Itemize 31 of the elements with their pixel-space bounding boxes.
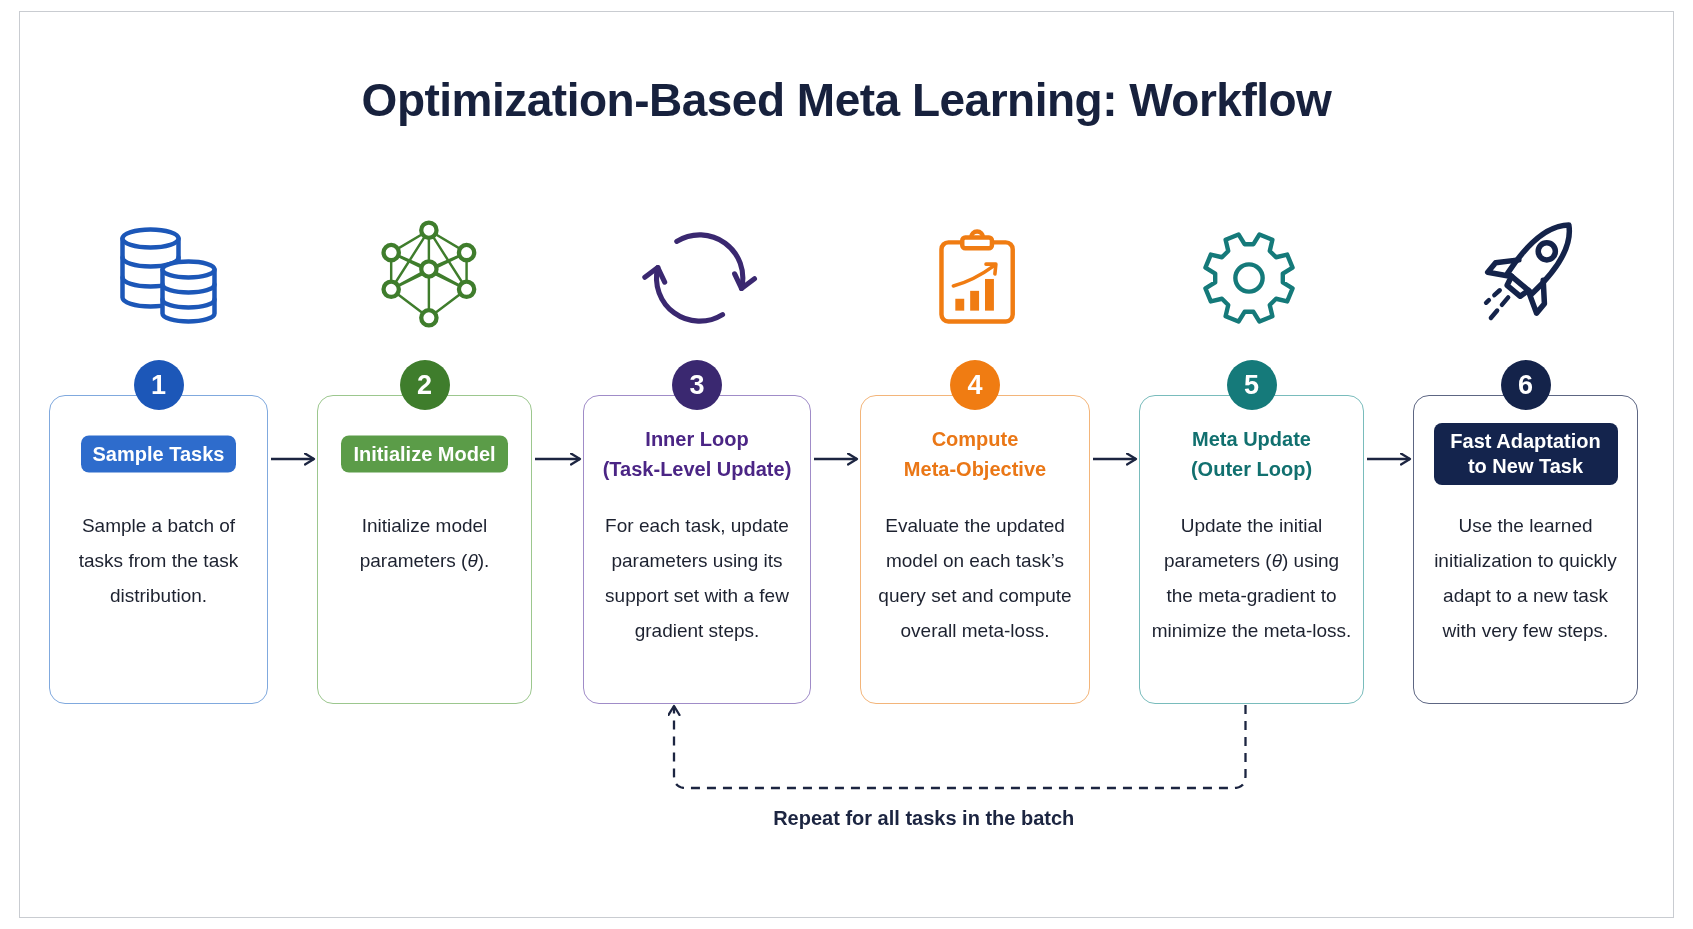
step-number-badge: 3 [672, 360, 722, 410]
step-description: Initialize model parameters (θ). [358, 514, 491, 573]
step-description: For each task, update parameters using its support set with a few gradient steps. [604, 514, 790, 643]
step-description: Evaluate the updated model on each task’s query set and compute overall meta-loss. [877, 514, 1073, 643]
step-card [860, 395, 1090, 704]
arrow [1367, 452, 1412, 466]
step-title: Inner Loop (Task-Level Update) [601, 427, 793, 482]
step-description: Use the learned initialization to quickly adapt to a new task with very few steps. [1433, 514, 1618, 643]
step-card [1139, 395, 1364, 704]
arrow [271, 452, 316, 466]
step-title: Compute Meta-Objective [902, 427, 1048, 482]
diagram-title: Optimization-Based Meta Learning: Workflow [361, 73, 1332, 128]
step-card [317, 395, 532, 704]
title-pill: Initialize Model [341, 435, 508, 473]
step-card [49, 395, 268, 704]
step-description: Sample a batch of tasks from the task distribution. [77, 514, 240, 608]
step-card [583, 395, 811, 704]
arrow [1093, 452, 1138, 466]
step-number-badge: 6 [1500, 360, 1551, 410]
step-number-badge: 1 [133, 360, 184, 410]
step-card [1413, 395, 1638, 704]
step-number-badge: 5 [1226, 360, 1277, 410]
step-description: Update the initial parameters (θ) using the meta-gradient to minimize the meta-loss. [1150, 514, 1353, 643]
step-title: Meta Update (Outer Loop) [1189, 427, 1314, 482]
step-number-badge: 2 [399, 360, 450, 410]
arrow [814, 452, 859, 466]
dashed-arrow [667, 704, 1247, 790]
title-pill: Sample Tasks [80, 435, 237, 473]
title-pill: Fast Adaptation to New Task [1433, 423, 1618, 485]
arrow [535, 452, 582, 466]
step-number-badge: 4 [950, 360, 1000, 410]
